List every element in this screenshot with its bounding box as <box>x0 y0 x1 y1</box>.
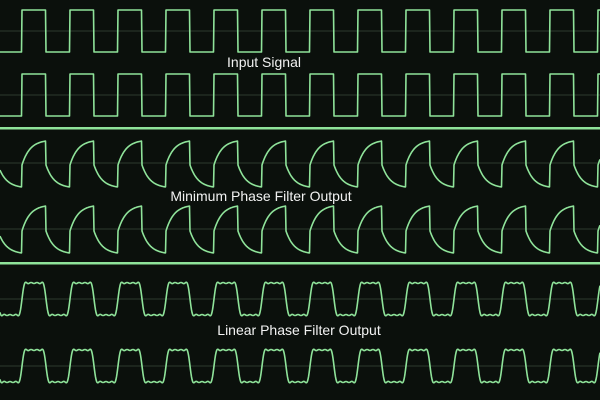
section-separator <box>0 127 600 130</box>
input-trace-1 <box>0 9 600 53</box>
input-trace-2 <box>0 73 600 117</box>
linear-phase-trace-1 <box>0 281 600 317</box>
minimum-phase-trace-2 <box>0 205 600 254</box>
section-separator <box>0 262 600 265</box>
linear-phase-label: Linear Phase Filter Output <box>215 322 383 338</box>
input-signal-label: Input Signal <box>225 54 303 70</box>
linear-phase-trace-2 <box>0 348 600 384</box>
minimum-phase-label: Minimum Phase Filter Output <box>168 188 354 204</box>
minimum-phase-trace-1 <box>0 140 600 188</box>
